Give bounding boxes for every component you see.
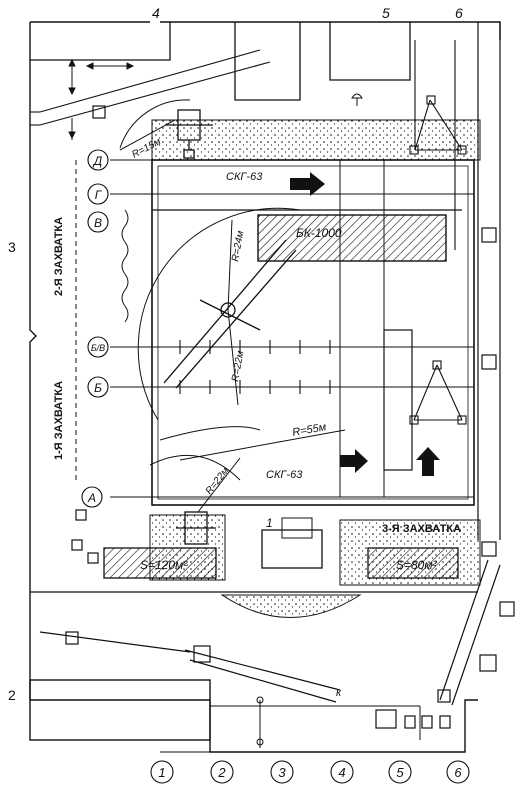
radius-24-label: R=24м [230,230,246,263]
right-crane-tower [409,360,467,425]
left-gate [65,631,79,645]
site-fence [29,21,501,753]
bottom-axis-labels: 1 2 3 4 5 6 [158,765,462,780]
axis-label: 4 [338,765,345,780]
zone-3-label: 3-Я ЗАХВАТКА [382,523,461,535]
column-ticks [179,340,331,394]
work-direction-arrows [290,172,440,476]
axis-label: 6 [454,765,462,780]
row-axis-markers [81,149,109,508]
outer-number-4: 4 [152,5,160,21]
top-storage-area [151,119,481,161]
outer-number-3: 3 [8,239,16,255]
row-label: Г [95,188,103,202]
axis-label: 1 [158,765,165,780]
lamp-icon [351,93,363,106]
row-label: Д [92,154,103,168]
row-label: В [94,216,102,230]
building-inner-outline [157,165,469,500]
outer-number-6: 6 [455,5,463,21]
radius-22-label-a: R=22м [230,350,246,383]
bottom-diagonal-road [39,631,341,703]
crane-main-label: БК-1000 [296,226,342,240]
crane-top-label: СКГ-63 [226,171,263,183]
row-label: Б [94,381,102,395]
outer-number-labels: 2 3 4 5 6 [8,5,463,703]
crane-boom-bk1000 [163,239,297,389]
hatched-area-right [367,547,459,579]
left-zone-boundary [121,209,129,323]
radius-lines [119,119,346,513]
row-axis-labels: Д Г В Б/В Б А [87,154,105,505]
valve-k-label: к [336,687,342,699]
traffic-arrows-top [68,58,135,140]
concrete-station [193,645,211,663]
hatched-area-left [103,547,217,579]
site-office-1 [261,529,323,569]
dotted-pit [220,594,362,618]
utility-network [210,696,421,748]
site-office-panel [281,517,313,539]
bottom-axis-markers [150,760,470,784]
radius-22-label-b: R=22м [204,466,232,497]
zone-1-label: 1-Я ЗАХВАТКА [53,381,65,460]
internal-crane-column [383,329,413,471]
zone-2-label: 2-Я ЗАХВАТКА [53,217,65,296]
area-right-label: S=80м² [396,558,438,572]
row-label: А [87,491,96,505]
axis-label: 2 [217,765,226,780]
axis-label: 3 [278,765,286,780]
axis-label: 5 [396,765,404,780]
row-label: Б/В [91,343,105,353]
area-left-label: S=120м² [140,558,188,572]
outer-number-5: 5 [382,5,390,21]
gate-icon [92,105,106,119]
left-pumps [71,509,99,564]
building-2 [29,679,211,741]
bottom-right-chute [439,559,501,706]
right-corridor [477,22,501,557]
crane-rail-bk1000 [257,214,447,262]
equipment-right [375,601,515,729]
existing-buildings [30,22,411,101]
outer-number-2: 2 [8,687,16,703]
site-office-number: 1 [266,516,273,530]
tower-crane-top [165,109,213,159]
top-access-road [30,49,271,126]
crane-bottom-label: СКГ-63 [266,469,303,481]
radius-55-label: R=55м [291,421,327,439]
